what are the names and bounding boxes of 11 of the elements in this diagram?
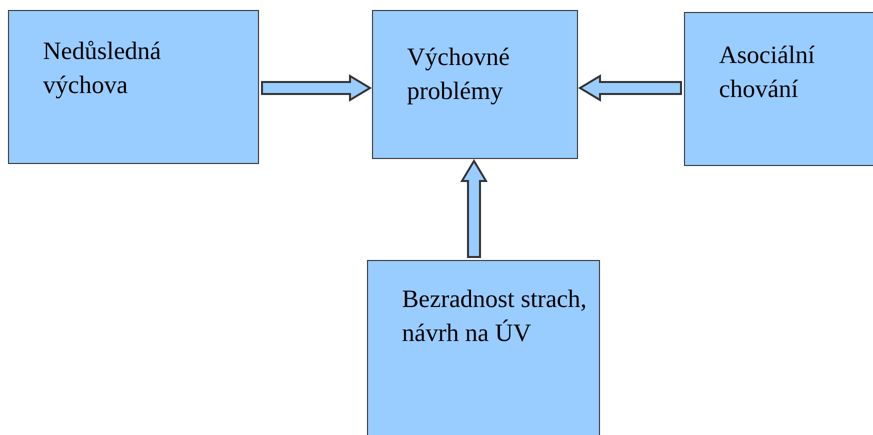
block-arrow: [261, 74, 372, 102]
block-arrow: [578, 74, 682, 102]
process-box: [367, 260, 600, 435]
process-box: [8, 10, 259, 164]
process-box: [684, 12, 873, 166]
process-box: [372, 10, 578, 159]
box-text: Bezradnost strach, návrh na ÚV: [402, 285, 588, 349]
box-text: Nedůsledná výchova: [43, 37, 162, 101]
block-arrow: [460, 159, 488, 258]
box-text: Výchovné problémy: [407, 43, 511, 107]
box-text: Asociální chování: [719, 41, 816, 105]
